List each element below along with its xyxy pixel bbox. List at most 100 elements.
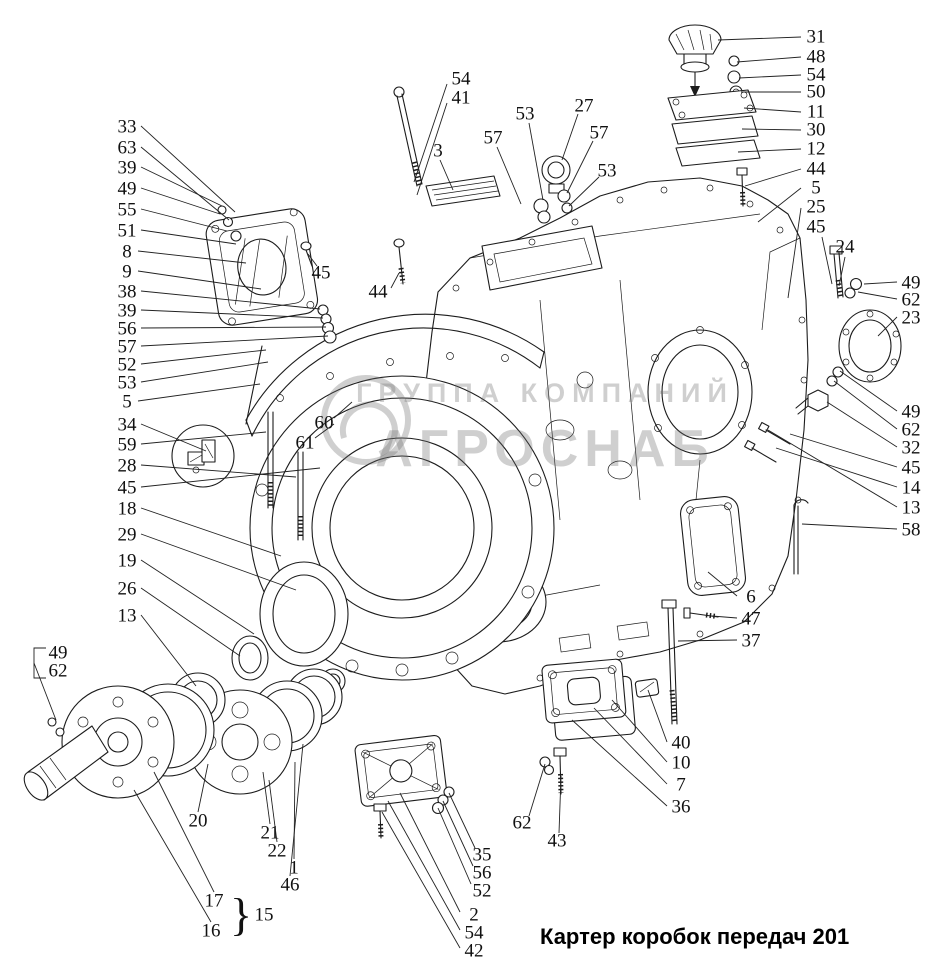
part-number-46: 46 [281,874,300,895]
part-number-62: 62 [902,419,921,440]
stud-41 [393,86,423,187]
leader-line-63 [140,146,230,221]
leader-line-36 [571,719,668,807]
part-number-53: 53 [598,160,617,181]
part-number-31: 31 [807,26,826,47]
leader-line-58 [801,523,898,530]
part-number-45: 45 [118,477,137,498]
part-number-13: 13 [902,497,921,518]
leader-line-9 [137,270,262,290]
leader-line-7 [593,707,668,785]
bolt-44-mid [393,238,406,285]
part-number-49: 49 [118,178,137,199]
leader-line-45 [789,433,898,468]
leader-line-3 [439,159,454,191]
leader-line-23 [877,316,898,337]
washer-small [230,230,242,242]
leader-line-31 [717,36,802,41]
washer-small [543,764,555,776]
leader-line-53 [528,122,544,201]
group-brace-15: } [230,889,252,940]
part-number-45: 45 [902,457,921,478]
part-number-62: 62 [49,660,68,681]
washer-stack [317,304,337,344]
part-number-45: 45 [312,262,331,283]
part-number-25: 25 [807,196,826,217]
leader-line-24 [838,256,846,287]
washer-small [826,375,838,387]
part-number-57: 57 [590,122,609,143]
leader-line-61 [314,423,335,439]
part-number-62: 62 [902,289,921,310]
leader-line-39 [140,309,324,319]
pin-58 [793,499,809,575]
part-number-18: 18 [118,498,137,519]
washer-small [222,216,234,228]
leader-line-30 [741,128,802,131]
watermark: ГРУППА КОМПАНИЙ АГРОСНАБ [321,375,727,478]
part-number-50: 50 [807,81,826,102]
leader-line-55 [140,208,228,232]
leader-line-44 [744,168,802,187]
leader-line-28 [140,464,297,478]
part-number-27: 27 [575,95,594,116]
leader-line-62 [528,763,546,817]
part-number-13: 13 [118,605,137,626]
part-number-20: 20 [189,810,208,831]
part-number-56: 56 [473,862,492,883]
bolt-43 [553,747,567,795]
side-cover-plate [679,496,747,596]
leader-line-1 [293,761,296,860]
part-number-1: 1 [289,857,299,878]
part-number-58: 58 [902,519,921,540]
leader-line-20 [197,763,209,813]
part-number-41: 41 [452,87,471,108]
leader-line-21 [262,771,271,825]
part-number-61: 61 [296,432,315,453]
leader-line-18 [140,507,282,557]
part-number-55: 55 [118,199,137,220]
leader-line-54 [413,83,448,183]
part-number-54: 54 [807,64,827,85]
leader-line-25 [787,207,802,299]
bracket-49-62 [33,647,57,721]
part-number-30: 30 [807,119,826,140]
seal-26 [231,635,269,681]
part-number-60: 60 [315,412,334,433]
part-number-15: 15 [255,904,274,925]
leader-line-48 [736,56,802,63]
part-number-51: 51 [118,220,137,241]
part-number-52: 52 [473,880,492,901]
leader-line-38 [140,290,321,310]
part-number-22: 22 [268,840,287,861]
leader-line-29 [140,533,297,591]
bolts-45-14 [744,421,791,463]
square-flange-bottom [354,735,448,807]
leader-line-40 [647,689,668,743]
part-number-23: 23 [902,307,921,328]
leader-line-13 [767,429,898,508]
square-flange-mid [541,658,660,741]
bolt-small [300,241,313,267]
leader-line-43 [558,775,562,834]
plug-32 [795,389,829,415]
part-number-54: 54 [465,922,485,943]
part-number-63: 63 [118,137,137,158]
leader-line-26 [140,587,241,657]
part-number-19: 19 [118,550,137,571]
part-number-17: 17 [205,890,224,911]
leader-line-54 [387,800,461,931]
part-number-5: 5 [811,177,821,198]
leader-line-52 [437,807,472,885]
part-number-35: 35 [473,844,492,865]
leader-line-45 [140,467,321,488]
part-number-39: 39 [118,300,137,321]
part-number-56: 56 [118,318,137,339]
part-number-33: 33 [118,116,137,137]
ring-29 [259,561,349,667]
part-number-49: 49 [902,272,921,293]
leader-line-62 [857,291,898,300]
part-number-59: 59 [118,434,137,455]
leader-line-27 [561,113,579,161]
